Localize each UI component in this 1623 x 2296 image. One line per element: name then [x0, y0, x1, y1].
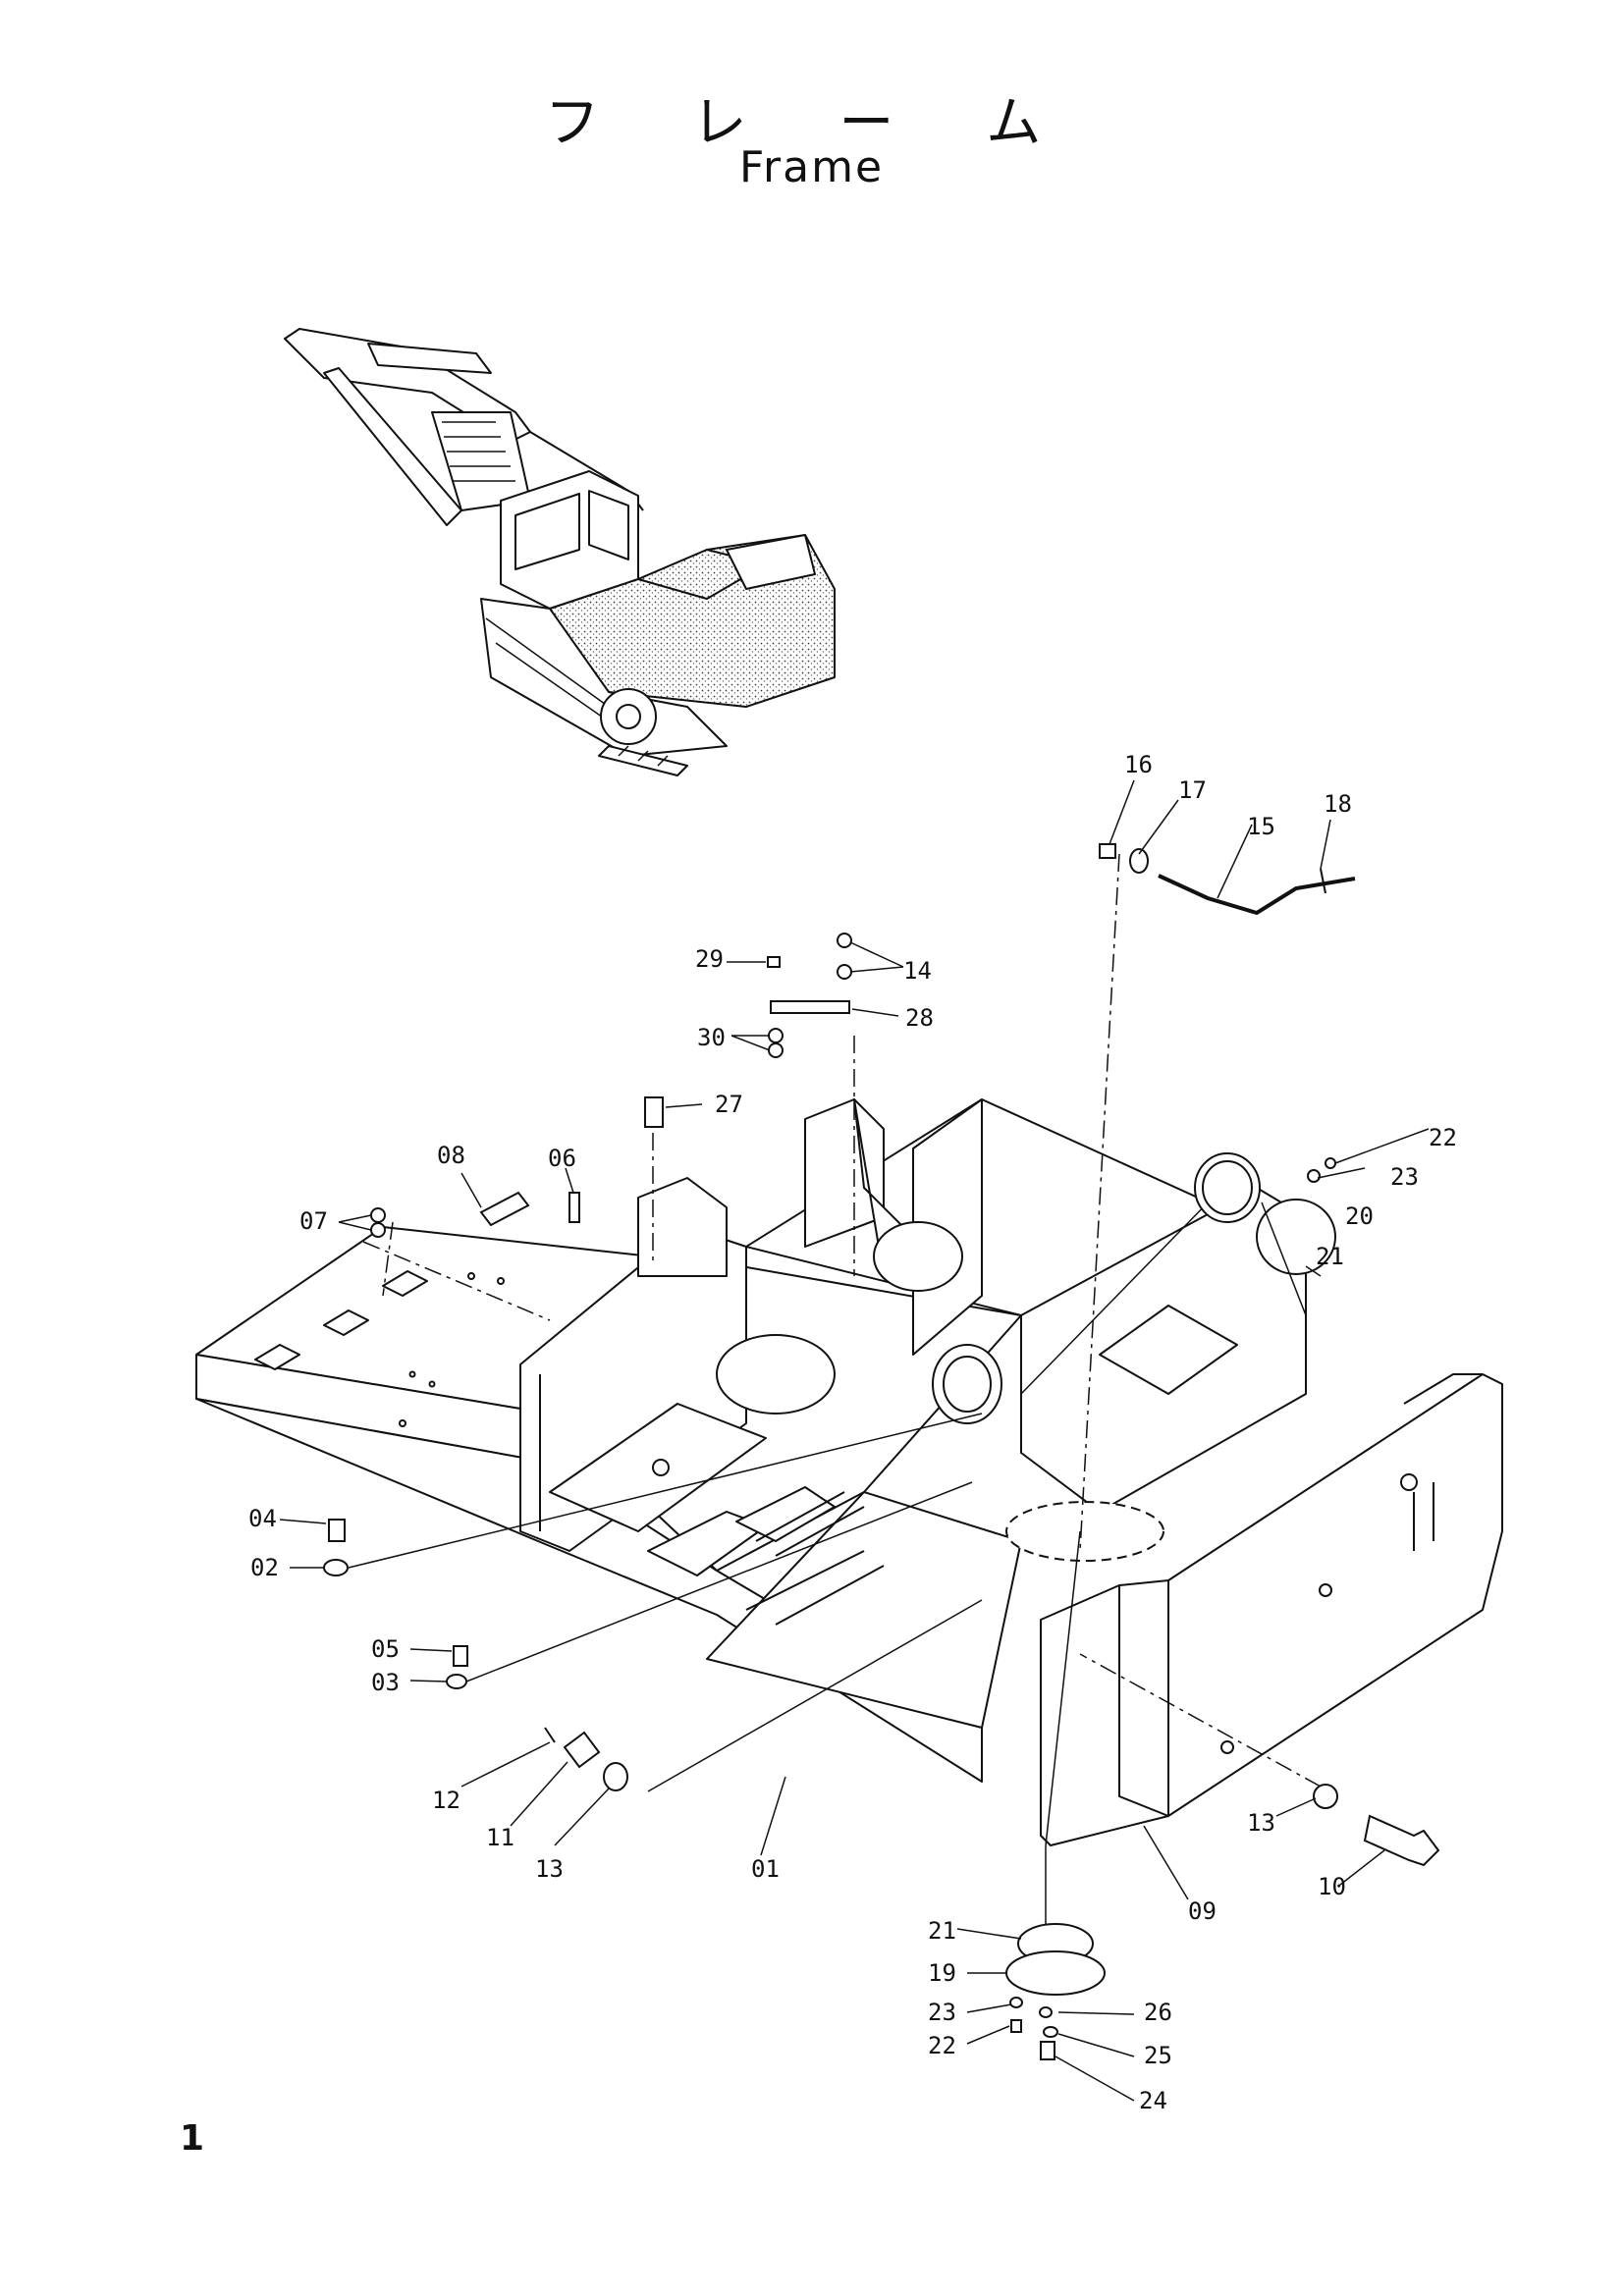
- callout-15: 15: [1247, 813, 1275, 840]
- callout-11: 11: [486, 1824, 514, 1851]
- callout-24: 24: [1139, 2087, 1167, 2114]
- callout-21-top: 21: [1316, 1243, 1344, 1270]
- callout-leaders: [279, 779, 1430, 2102]
- callout-20: 20: [1345, 1202, 1374, 1230]
- page-number: 1: [180, 2118, 205, 2159]
- hardware-parts: [323, 843, 1440, 2060]
- callout-27: 27: [715, 1091, 743, 1118]
- callout-02: 02: [250, 1554, 279, 1581]
- main-frame: [195, 1098, 1307, 1783]
- callout-06: 06: [548, 1145, 576, 1172]
- callout-13-right: 13: [1247, 1809, 1275, 1837]
- callout-08: 08: [437, 1142, 465, 1169]
- callout-01: 01: [751, 1855, 780, 1883]
- callout-22-top: 22: [1429, 1124, 1457, 1151]
- callout-30: 30: [697, 1024, 726, 1051]
- callout-12: 12: [432, 1787, 460, 1814]
- counterweight: [1040, 1373, 1503, 1846]
- callout-10: 10: [1318, 1873, 1346, 1900]
- callout-09: 09: [1188, 1897, 1217, 1925]
- callout-17: 17: [1178, 776, 1207, 804]
- page-title: Frame: [738, 142, 885, 192]
- callout-13-left: 13: [535, 1855, 564, 1883]
- callout-18: 18: [1324, 790, 1352, 818]
- callout-03: 03: [371, 1669, 400, 1696]
- callout-22-bottom: 22: [928, 2032, 956, 2059]
- callout-04: 04: [248, 1505, 277, 1532]
- page-title-japanese: フ レ ー ム: [544, 91, 1079, 155]
- callout-23-bottom: 23: [928, 1999, 956, 2026]
- callout-05: 05: [371, 1635, 400, 1663]
- callout-14: 14: [903, 957, 932, 985]
- callouts: 16 17 15 18 29 14 28 30 27 08 06 07 22 2…: [248, 751, 1457, 2114]
- callout-28: 28: [905, 1004, 934, 1032]
- callout-25: 25: [1144, 2042, 1172, 2069]
- leader-lines: [348, 853, 1322, 1939]
- callout-21-bottom: 21: [928, 1917, 956, 1945]
- excavator-illustration: [284, 328, 836, 776]
- callout-23-top: 23: [1390, 1163, 1419, 1191]
- callout-16: 16: [1124, 751, 1153, 778]
- callout-29: 29: [695, 945, 724, 973]
- callout-07: 07: [299, 1207, 328, 1235]
- callout-26: 26: [1144, 1999, 1172, 2026]
- callout-19: 19: [928, 1959, 956, 1987]
